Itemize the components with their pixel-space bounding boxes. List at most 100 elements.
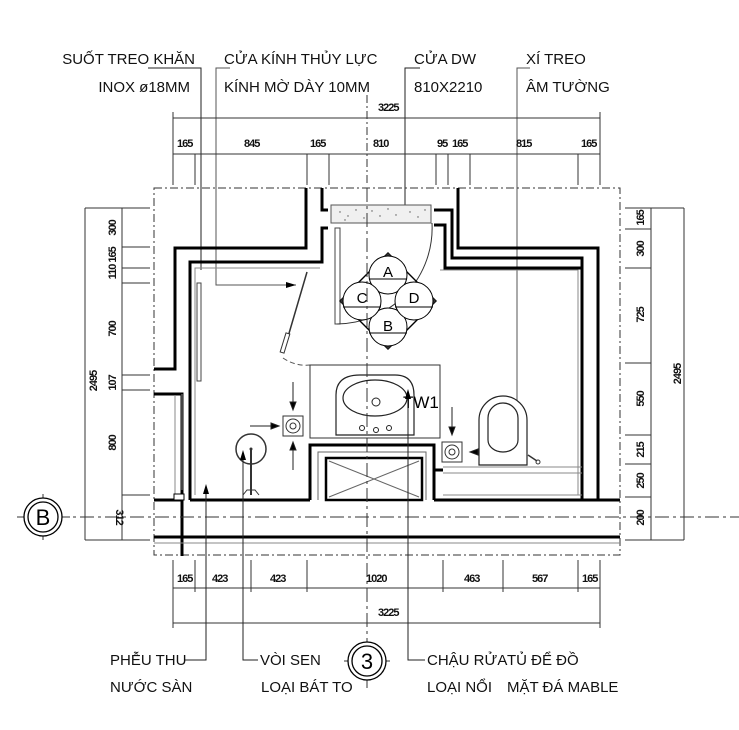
dim-right-seg: 250 bbox=[635, 472, 647, 488]
bidet-spray bbox=[527, 454, 538, 462]
leader-line bbox=[242, 456, 258, 661]
floor-drain-shower bbox=[282, 415, 304, 437]
dimension-left bbox=[84, 207, 150, 541]
callout-towel-bar-line2: INOX ø18MM bbox=[98, 79, 190, 96]
callout-door-line2: 810X2210 bbox=[414, 79, 482, 96]
circle-label-c: C bbox=[357, 290, 368, 307]
callout-glass-door: CỬA KÍNH THỦY LỰC KÍNH MỜ DÀY 10MM bbox=[215, 50, 378, 288]
dim-bottom-seg: 165 bbox=[177, 573, 193, 585]
leader-line bbox=[215, 67, 296, 286]
leader-line bbox=[185, 490, 207, 661]
circle-label-d: D bbox=[409, 290, 420, 307]
callout-floor-drain: PHỄU THU NƯỚC SÀN bbox=[110, 484, 209, 696]
leader-line bbox=[404, 67, 420, 215]
dim-top-seg: 845 bbox=[244, 138, 260, 150]
dim-right-total: 2495 bbox=[672, 363, 684, 384]
wall-niche bbox=[173, 493, 185, 501]
turning-space: A B C D bbox=[339, 252, 437, 350]
circle-a bbox=[368, 255, 408, 295]
circle-d bbox=[394, 281, 434, 321]
dimension-top bbox=[172, 95, 601, 185]
drain-arrows bbox=[250, 382, 297, 470]
leader-line bbox=[148, 67, 202, 270]
dim-bottom-seg: 463 bbox=[464, 573, 480, 585]
dim-top-seg: 815 bbox=[516, 138, 532, 150]
towel-bar bbox=[196, 282, 202, 382]
callout-floor-drain-line1: PHỄU THU bbox=[110, 652, 186, 669]
callout-floor-drain-line2: NƯỚC SÀN bbox=[110, 679, 192, 696]
dim-right-seg: 200 bbox=[635, 509, 647, 525]
door-leaf bbox=[334, 227, 341, 325]
wall-inner-lines bbox=[154, 267, 620, 544]
dim-top-total: 3225 bbox=[378, 102, 399, 114]
walls bbox=[154, 188, 620, 556]
dim-top-seg: 165 bbox=[452, 138, 468, 150]
dim-left-seg: 107 bbox=[107, 374, 119, 390]
callout-cabinet: TỦ ĐỂ ĐỒ MẶT ĐÁ MABLE bbox=[507, 651, 618, 696]
dim-left-seg: 700 bbox=[107, 320, 119, 336]
faucet-handle bbox=[359, 425, 365, 431]
basin-tag: TW1 bbox=[403, 393, 439, 412]
dim-left-seg: 312 bbox=[113, 509, 125, 525]
dim-right-seg: 165 bbox=[635, 209, 647, 225]
callout-basin: CHẬU RỬA LOẠI NỔI bbox=[405, 389, 507, 696]
callout-basin-line1: CHẬU RỬA bbox=[427, 651, 507, 669]
callout-door-line1: CỬA DW bbox=[414, 50, 477, 68]
dim-top-seg: 165 bbox=[177, 138, 193, 150]
dim-bottom-seg: 423 bbox=[212, 573, 228, 585]
glass-door-swing bbox=[282, 357, 311, 366]
cabinet bbox=[324, 456, 424, 502]
door-stipple bbox=[339, 208, 426, 221]
callout-cabinet-line2: MẶT ĐÁ MABLE bbox=[507, 679, 618, 696]
door-threshold bbox=[330, 204, 432, 224]
grid-bubble-3: 3 bbox=[344, 640, 390, 688]
callout-toilet-line1: XÍ TREO bbox=[526, 51, 586, 68]
dim-top-seg: 165 bbox=[310, 138, 326, 150]
callout-towel-bar-line1: SUỐT TREO KHĂN bbox=[62, 50, 195, 68]
dim-right-seg: 215 bbox=[635, 441, 647, 457]
dimension-bottom bbox=[172, 560, 601, 628]
toilet-seat bbox=[487, 402, 519, 453]
dim-top-seg: 810 bbox=[373, 138, 389, 150]
leader-line bbox=[516, 67, 530, 430]
shower-valve bbox=[242, 489, 260, 496]
basin-outline bbox=[335, 374, 415, 436]
callout-towel-bar: SUỐT TREO KHĂN INOX ø18MM bbox=[62, 50, 202, 270]
dim-bottom-seg: 165 bbox=[582, 573, 598, 585]
faucet-spout bbox=[373, 427, 379, 433]
faucet-handle bbox=[386, 425, 392, 431]
floor-drain-toilet bbox=[441, 441, 463, 463]
callout-glass-door-line1: CỬA KÍNH THỦY LỰC bbox=[224, 50, 378, 68]
callout-toilet-line2: ÂM TƯỜNG bbox=[526, 79, 610, 96]
grid-label-b: B bbox=[36, 505, 51, 530]
toilet-bowl bbox=[478, 395, 528, 466]
callout-cabinet-line1: TỦ ĐỂ ĐỒ bbox=[507, 651, 579, 669]
basin-drain bbox=[371, 397, 381, 407]
callout-toilet: XÍ TREO ÂM TƯỜNG bbox=[516, 51, 610, 430]
glass-door-handle bbox=[279, 332, 291, 354]
dim-left-seg: 165 bbox=[107, 246, 119, 262]
dim-left-seg: 300 bbox=[107, 219, 119, 235]
dim-top-seg: 165 bbox=[581, 138, 597, 150]
dimension-right bbox=[625, 207, 685, 541]
dim-right-seg: 300 bbox=[635, 240, 647, 256]
callout-door: CỬA DW 810X2210 bbox=[402, 50, 482, 218]
dim-left-total: 2495 bbox=[88, 370, 100, 391]
callout-shower-line1: VÒI SEN bbox=[260, 652, 321, 669]
dim-left-seg: 800 bbox=[107, 434, 119, 450]
grid-bubble-b: B bbox=[17, 494, 70, 540]
grid-label-3: 3 bbox=[361, 649, 373, 674]
dim-bottom-seg: 423 bbox=[270, 573, 286, 585]
dim-bottom-seg: 1020 bbox=[366, 573, 387, 585]
callout-basin-line2: LOẠI NỔI bbox=[427, 678, 492, 696]
dim-left-seg: 110 bbox=[107, 264, 119, 280]
callout-shower-line2: LOẠI BÁT TO bbox=[261, 679, 353, 696]
dim-bottom-total: 3225 bbox=[378, 607, 399, 619]
drain-arrows-toilet bbox=[448, 407, 493, 456]
dim-right-seg: 550 bbox=[635, 390, 647, 406]
callout-glass-door-line2: KÍNH MỜ DÀY 10MM bbox=[224, 79, 370, 96]
leader-line bbox=[407, 395, 425, 661]
circle-label-b: B bbox=[383, 318, 393, 335]
arrow-head bbox=[286, 282, 296, 288]
